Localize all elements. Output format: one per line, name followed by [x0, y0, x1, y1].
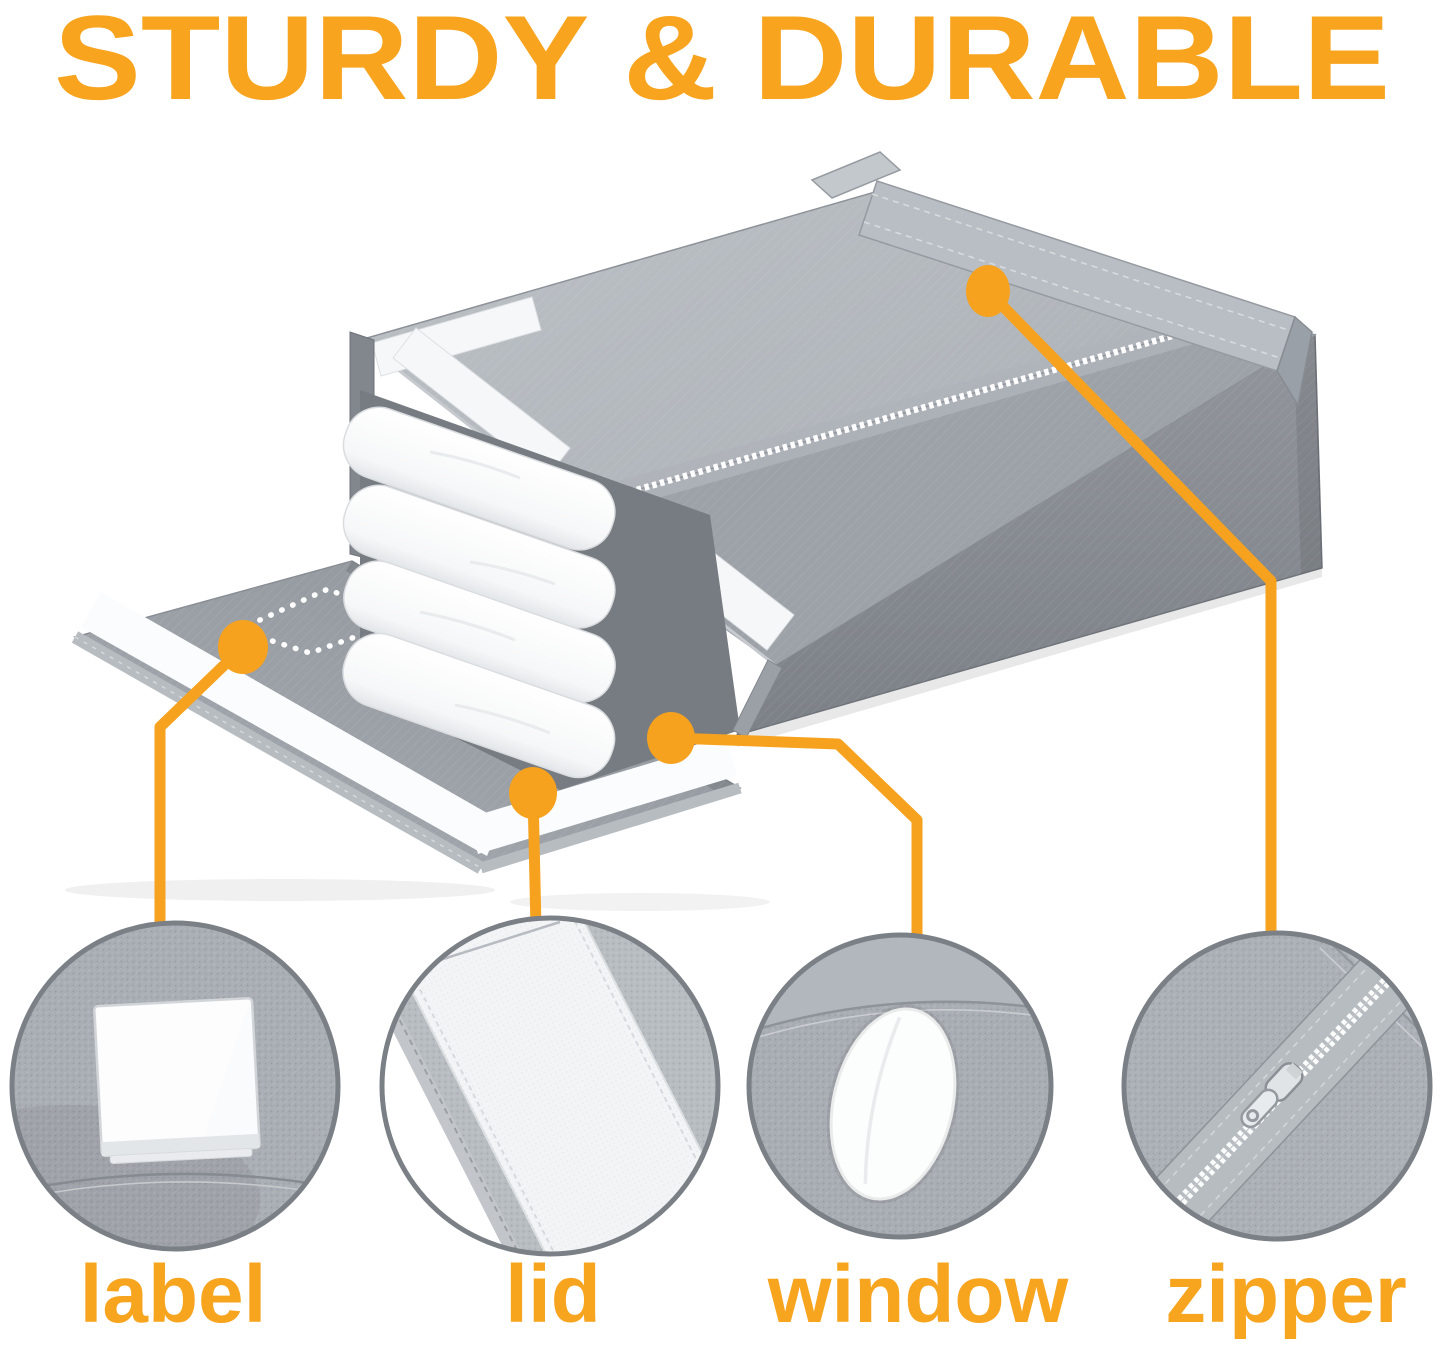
detail-label-lid: lid: [505, 1249, 601, 1340]
callout-line-label: [154, 643, 247, 932]
flap-white-stripe: [81, 592, 501, 856]
strap-handle: [810, 151, 1313, 408]
callout-dot-window: [647, 712, 695, 764]
callout-dot-lid: [509, 767, 557, 819]
detail-circle-window: [746, 932, 1054, 1240]
ground-shadow: [65, 568, 1322, 911]
lid-fabric-edge-bg: [384, 936, 554, 1252]
page-title: STURDY & DURABLE: [54, 0, 1390, 125]
callout-line-zipper: [984, 287, 1277, 940]
detail-circle-lid: [379, 915, 721, 1257]
detail-label-label: label: [80, 1249, 267, 1340]
detail-label-window: window: [767, 1249, 1069, 1340]
window-oval: [826, 1004, 960, 1204]
blanket: [342, 632, 616, 779]
zipper-slider-detail: [1240, 1062, 1304, 1129]
callout-dot-zipper: [966, 265, 1010, 317]
callout-lines: [154, 287, 1277, 942]
detail-circle-zipper: [1121, 930, 1433, 1242]
callout-dot-label: [218, 620, 268, 674]
blanket: [342, 406, 616, 551]
callout-line-window: [670, 732, 923, 942]
storage-box-illustration: [71, 151, 1323, 874]
callout-dots: [218, 265, 1010, 819]
blanket-stack: [342, 390, 740, 790]
detail-circle-label: [9, 920, 341, 1252]
strap-end-fold: [1276, 315, 1313, 408]
detail-label-zipper: zipper: [1165, 1249, 1406, 1340]
label-pocket: [93, 996, 261, 1165]
